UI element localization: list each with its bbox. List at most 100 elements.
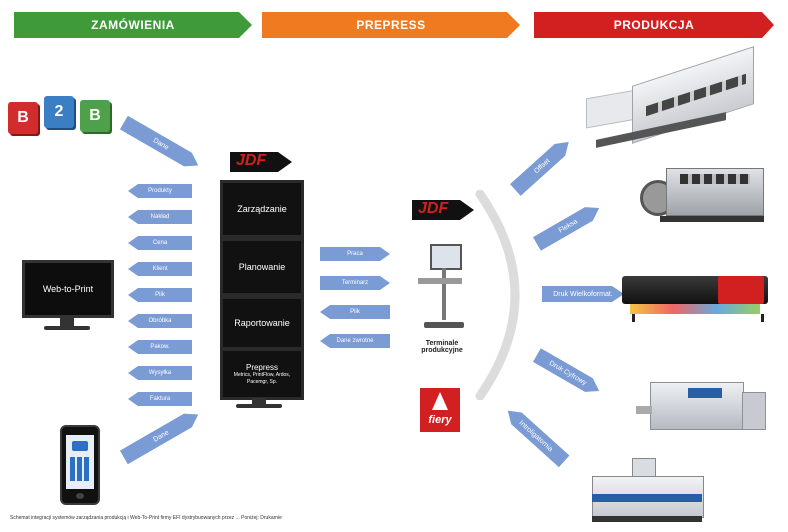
- finishing-base: [592, 516, 702, 522]
- web-to-print-label: Web-to-Print: [42, 284, 94, 294]
- order-arrow: Klient: [128, 262, 192, 276]
- order-arrow: Pakow.: [128, 340, 192, 354]
- fiery-flame-icon: [432, 392, 448, 410]
- jdf-text: JDF: [418, 200, 449, 217]
- jdf-arrow-icon: [412, 200, 474, 220]
- fiery-logo: fiery: [420, 388, 460, 432]
- production-arrow-offset: Offset: [510, 136, 574, 196]
- order-arrow: Cena: [128, 236, 192, 250]
- order-arrow-label: Klient: [152, 266, 168, 272]
- smartphone: [60, 425, 100, 505]
- wide-format-media: [630, 304, 760, 314]
- caption: Schemat integracji systemów zarządzania …: [10, 515, 282, 521]
- prepress-arrow: Terminarz: [320, 276, 390, 290]
- terminal-base: [424, 322, 464, 328]
- flexo-base: [660, 216, 764, 222]
- monitor-raportowanie: Raportowanie: [220, 296, 304, 350]
- wide-format-printer-image: [622, 272, 768, 326]
- order-arrow: Obróbka: [128, 314, 192, 328]
- monitor-stand: [252, 398, 266, 404]
- monitor-zarzadzanie-label: Zarządzanie: [237, 204, 287, 214]
- order-arrow-label: Faktura: [149, 396, 171, 402]
- smartphone-screen: [66, 435, 94, 489]
- terminal-label: Terminale produkcyjne: [421, 340, 463, 354]
- production-arc: [475, 190, 520, 400]
- production-arrow-label: Druk Wielkoformat.: [553, 290, 613, 298]
- arrow-phone-data-label: Dane: [151, 428, 170, 444]
- b2b-letter: B: [89, 107, 101, 124]
- production-arrow-cyfrowy: Druk Cyfrowy: [533, 348, 603, 398]
- order-arrow: Faktura: [128, 392, 192, 406]
- b2b-logo: B 2 B: [8, 96, 110, 138]
- production-arc-path: [475, 190, 520, 400]
- b2b-letter: 2: [54, 103, 64, 120]
- wide-format-red-panel: [718, 276, 764, 304]
- finishing-machine-image: [588, 458, 706, 528]
- fiery-text: fiery: [428, 414, 452, 426]
- production-terminal: [412, 238, 468, 336]
- offset-feeder: [586, 89, 636, 129]
- jdf-logo-right: JDF: [412, 198, 478, 224]
- monitor-zarzadzanie: Zarządzanie: [220, 180, 304, 238]
- header-produkcja: PRODUKCJA: [534, 12, 774, 38]
- order-arrow-label: Cena: [152, 240, 168, 246]
- prepress-arrow: Plik: [320, 305, 390, 319]
- production-arrow-label: Offset: [532, 157, 552, 175]
- digital-press-side: [742, 392, 766, 430]
- header-produkcja-label: PRODUKCJA: [613, 18, 695, 32]
- digital-press-image: [636, 376, 766, 438]
- arrow-phone-data: Dane: [120, 408, 202, 465]
- digital-press-tray: [636, 406, 652, 414]
- prepress-arrow-label: Plik: [350, 309, 360, 315]
- arrow-b2b-data-label: Dane: [151, 136, 170, 152]
- header-prepress-label: PREPRESS: [356, 18, 426, 32]
- prepress-arrow: Dane zwrotne: [320, 334, 390, 348]
- prepress-arrow-label: Praca: [347, 251, 363, 257]
- terminal-screen: [430, 244, 462, 270]
- terminal-shelf: [418, 278, 462, 284]
- jdf-logo-center: JDF: [230, 150, 296, 176]
- monitor-base: [236, 404, 282, 408]
- order-arrow-label: Plik: [155, 292, 165, 298]
- production-arrow-label: Druk Cyfrowy: [548, 359, 588, 387]
- terminal-pole: [442, 268, 446, 320]
- order-arrow: Plik: [128, 288, 192, 302]
- app-grid-icon: [70, 457, 90, 481]
- b2b-cube-b1: B: [8, 102, 38, 134]
- monitor-planowanie-label: Planowanie: [238, 262, 286, 272]
- prepress-arrow-label: Dane zwrotne: [336, 338, 374, 344]
- flexo-units: [680, 174, 750, 184]
- offset-press-image: [586, 46, 776, 148]
- monitor-prepress: Prepress Metrics, PrintFlow, Ardos, Pace…: [220, 348, 304, 400]
- web-to-print-monitor: Web-to-Print: [22, 260, 114, 318]
- monitor-prepress-sub: Metrics, PrintFlow, Ardos, Pacemgr, Sp.: [233, 371, 291, 385]
- home-button-icon: [76, 493, 84, 499]
- digital-press-blue-panel: [688, 388, 722, 398]
- arrow-b2b-data: Dane: [120, 116, 202, 173]
- order-arrow-label: Obróbka: [148, 318, 172, 324]
- header-prepress: PREPRESS: [262, 12, 520, 38]
- wide-format-legs: [632, 314, 764, 322]
- b2b-cube-b2: B: [80, 100, 110, 132]
- web-to-print-base: [44, 326, 90, 330]
- production-arrow-label: Introligatornia: [517, 419, 555, 453]
- order-arrow: Produkty: [128, 184, 192, 198]
- finishing-blue-band: [592, 494, 702, 502]
- production-arrow-wielkoformat: Druk Wielkoformat.: [542, 286, 624, 302]
- production-arrow-introligatornia: Introligatornia: [502, 405, 569, 468]
- efi-app-icon: [72, 441, 88, 451]
- order-arrow-label: Produkty: [148, 188, 172, 194]
- b2b-cube-2: 2: [44, 96, 74, 128]
- monitor-planowanie: Planowanie: [220, 238, 304, 296]
- jdf-arrow-icon: [230, 152, 292, 172]
- b2b-letter: B: [17, 109, 29, 126]
- production-arrow-fleksa: Fleksa: [533, 201, 603, 251]
- web-to-print-stand: [60, 318, 74, 326]
- header-zamowienia-label: ZAMÓWIENIA: [91, 18, 175, 32]
- jdf-text: JDF: [236, 152, 267, 169]
- order-arrow-label: Pakow.: [150, 344, 170, 350]
- order-arrow: Nakład: [128, 210, 192, 224]
- order-arrow-label: Wysyłka: [148, 370, 172, 376]
- production-arrow-label: Fleksa: [557, 217, 579, 235]
- prepress-arrow: Praca: [320, 247, 390, 261]
